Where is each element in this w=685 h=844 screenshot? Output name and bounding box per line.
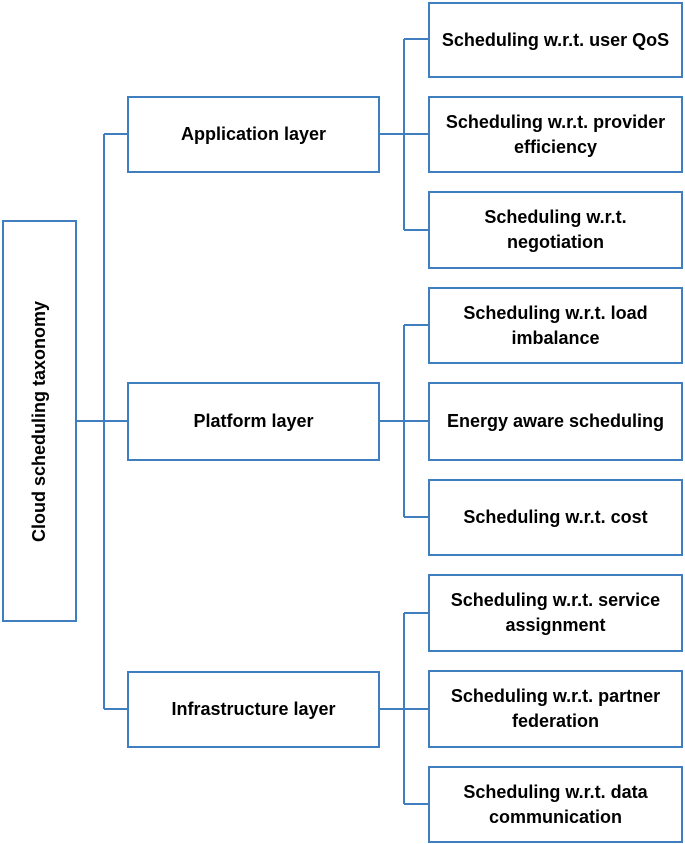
leaf-label: Scheduling w.r.t. cost bbox=[463, 507, 648, 527]
leaf-user-qos: Scheduling w.r.t. user QoS bbox=[428, 2, 683, 78]
leaf-negotiation: Scheduling w.r.t. negotiation bbox=[428, 191, 683, 269]
leaf-provider-efficiency: Scheduling w.r.t. provider efficiency bbox=[428, 96, 683, 173]
leaf-cost: Scheduling w.r.t. cost bbox=[428, 479, 683, 556]
root-node: Cloud scheduling taxonomy bbox=[2, 220, 77, 622]
leaf-service-assignment: Scheduling w.r.t. service assignment bbox=[428, 574, 683, 652]
leaf-label: Scheduling w.r.t. negotiation bbox=[484, 207, 627, 252]
leaf-load-imbalance: Scheduling w.r.t. load imbalance bbox=[428, 287, 683, 364]
leaf-label: Scheduling w.r.t. provider efficiency bbox=[445, 111, 666, 157]
leaf-data-communication: Scheduling w.r.t. data communication bbox=[428, 766, 683, 843]
layer-infrastructure: Infrastructure layer bbox=[127, 671, 380, 748]
leaf-label: Scheduling w.r.t. service assignment bbox=[450, 590, 661, 635]
leaf-label: Scheduling w.r.t. load imbalance bbox=[463, 302, 648, 348]
layer-platform-label: Platform layer bbox=[193, 411, 314, 431]
leaf-label: Energy aware scheduling bbox=[446, 411, 665, 431]
leaf-partner-federation: Scheduling w.r.t. partner federation bbox=[428, 670, 683, 748]
layer-infrastructure-label: Infrastructure layer bbox=[171, 699, 336, 719]
leaf-energy-aware: Energy aware scheduling bbox=[428, 382, 683, 461]
layer-application: Application layer bbox=[127, 96, 380, 173]
layer-application-label: Application layer bbox=[180, 124, 327, 144]
leaf-label: Scheduling w.r.t. partner federation bbox=[450, 686, 661, 731]
leaf-label: Scheduling w.r.t. user QoS bbox=[441, 29, 670, 50]
leaf-label: Scheduling w.r.t. data communication bbox=[463, 781, 648, 827]
root-label: Cloud scheduling taxonomy bbox=[29, 300, 50, 542]
layer-platform: Platform layer bbox=[127, 382, 380, 461]
